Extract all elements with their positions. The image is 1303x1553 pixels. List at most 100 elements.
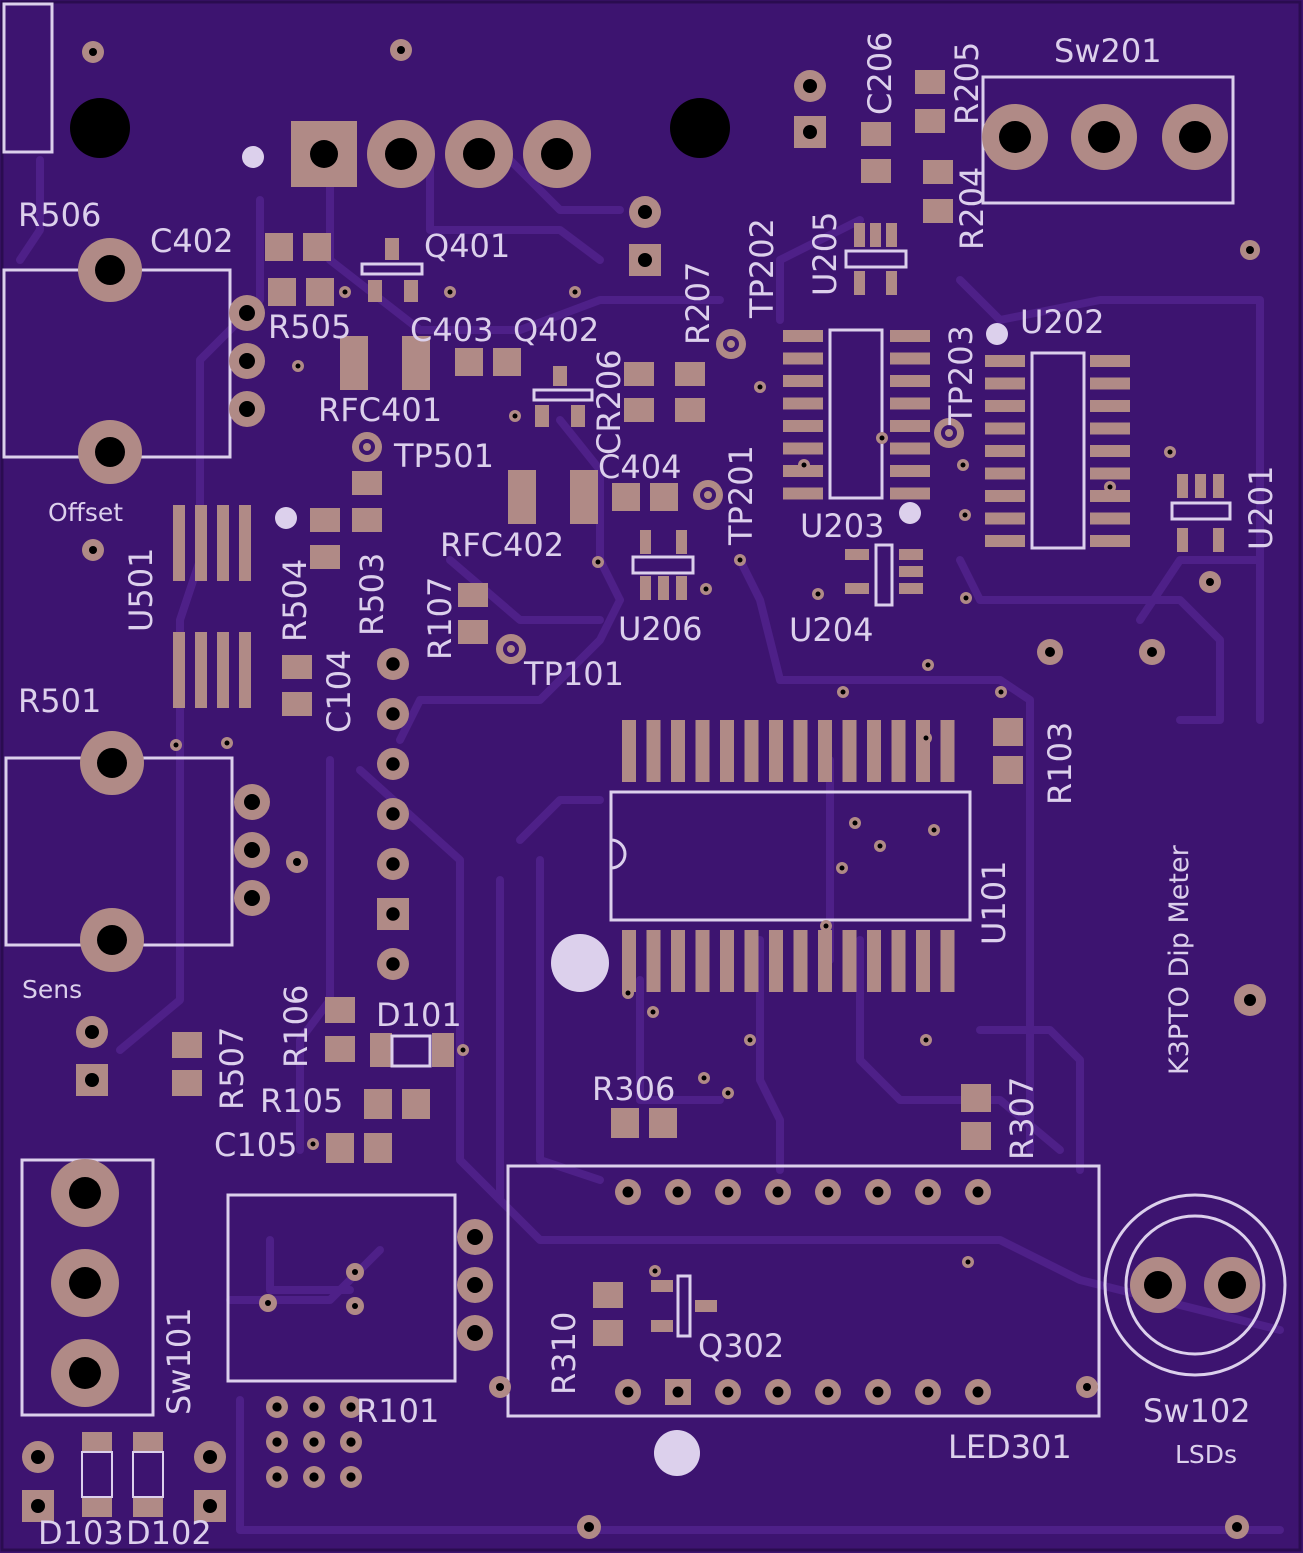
u101-pin (622, 720, 636, 782)
label-offset: Offset (48, 498, 123, 527)
label-u101: U101 (975, 861, 1013, 946)
label-r204: R204 (953, 167, 991, 250)
label-d101: D101 (376, 996, 462, 1034)
label-board-title: K3PTO Dip Meter (1164, 844, 1195, 1075)
label-q401: Q401 (424, 227, 510, 265)
ic-u203 (828, 328, 884, 500)
u101-pin (891, 720, 906, 782)
label-tp203: TP203 (942, 325, 980, 426)
via-drill (998, 689, 1004, 695)
u203-pin (783, 465, 823, 477)
u101-pin (867, 720, 881, 782)
u202-pin (985, 400, 1025, 412)
u203-pin (890, 420, 930, 432)
label-q302: Q302 (698, 1327, 784, 1365)
smd-passives (82, 70, 1023, 1517)
via-drill (460, 1047, 466, 1053)
u101-pin (646, 720, 661, 782)
led301-pin-drill (722, 1386, 734, 1398)
u501-pin (173, 632, 185, 708)
u203-pin (890, 487, 930, 500)
label-rfc402: RFC402 (440, 526, 564, 564)
label-sens: Sens (22, 975, 82, 1004)
grid-pad-drill (346, 1437, 356, 1447)
label-lsds: LSDs (1175, 1440, 1237, 1469)
u202-pin (1090, 467, 1130, 480)
u202-pin (1090, 422, 1130, 435)
u202-pin (985, 355, 1025, 367)
via-drill (173, 742, 179, 748)
u501-pin (195, 632, 207, 708)
u203-pins (783, 330, 930, 500)
label-tp201: TP201 (722, 445, 760, 546)
label-q402: Q402 (513, 311, 599, 349)
u501-pin (217, 632, 229, 708)
u202-pin (1090, 377, 1130, 390)
copper-traces (16, 146, 1284, 1534)
via-drill (295, 363, 301, 369)
grid-pad-drill (309, 1472, 319, 1482)
via-drill (923, 1037, 929, 1043)
label-r507: R507 (213, 1027, 251, 1110)
u202-pin (985, 535, 1025, 547)
via-drill (725, 1090, 731, 1096)
label-r207: R207 (679, 262, 717, 345)
label-sw101: Sw101 (160, 1307, 198, 1415)
u203-pin (890, 375, 930, 387)
led301-pin-drill (672, 1186, 684, 1198)
via-drill (310, 1141, 316, 1147)
led301-pin-drill (772, 1186, 784, 1198)
label-tp202: TP202 (743, 218, 781, 319)
label-r101: R101 (356, 1392, 439, 1430)
u501-pin (195, 505, 207, 581)
via-drill (963, 595, 969, 601)
via-drill (839, 865, 845, 871)
u101-pin (916, 720, 930, 782)
led301-pin-drill (972, 1386, 984, 1398)
led301-pin-drill (722, 1186, 734, 1198)
via-drill (962, 512, 968, 518)
label-tp501: TP501 (393, 437, 494, 475)
header-4pin (291, 120, 591, 188)
label-r506: R506 (18, 196, 101, 234)
via-drill (701, 1075, 707, 1081)
header-pin-drill (386, 757, 400, 771)
via-drill (877, 843, 883, 849)
label-u201: U201 (1242, 466, 1280, 551)
u101-pin (744, 930, 759, 992)
led301-pin-drill (622, 1186, 634, 1198)
misc-pads (22, 39, 1266, 1539)
pot-r506 (2, 238, 265, 484)
label-u204: U204 (789, 611, 874, 649)
edge-connector-outline (2, 2, 54, 154)
label-r103: R103 (1041, 722, 1079, 805)
switch-sw102 (1103, 1193, 1287, 1377)
label-sw102: Sw102 (1143, 1392, 1251, 1430)
via-drill (737, 557, 743, 563)
ic-u101 (609, 790, 972, 922)
ic-u202 (1030, 351, 1086, 550)
pad-grid (266, 1396, 362, 1488)
via-drill (595, 559, 601, 565)
u203-pin (783, 487, 823, 500)
label-tp101: TP101 (523, 655, 624, 693)
via-drill (823, 923, 829, 929)
u202-pin (1090, 535, 1130, 547)
u101-pin (744, 720, 759, 782)
label-r107: R107 (421, 577, 459, 660)
via-drill (815, 591, 821, 597)
label-u202: U202 (1020, 303, 1105, 341)
via-drill (703, 586, 709, 592)
led301-pin-drill (772, 1386, 784, 1398)
label-u206: U206 (618, 610, 703, 648)
led301-pads-top (615, 1179, 991, 1205)
vias (170, 286, 1176, 1277)
switch-sw101 (20, 1158, 155, 1417)
silkscreen-labels: Sw201 C206 R205 R204 R506 C402 Q401 TP20… (18, 32, 1280, 1552)
via-drill (652, 1268, 658, 1274)
via-drill (224, 740, 230, 746)
u101-pin (769, 930, 783, 992)
u203-pin (890, 330, 930, 342)
label-sw201: Sw201 (1054, 32, 1162, 70)
u101-pin (622, 930, 636, 992)
